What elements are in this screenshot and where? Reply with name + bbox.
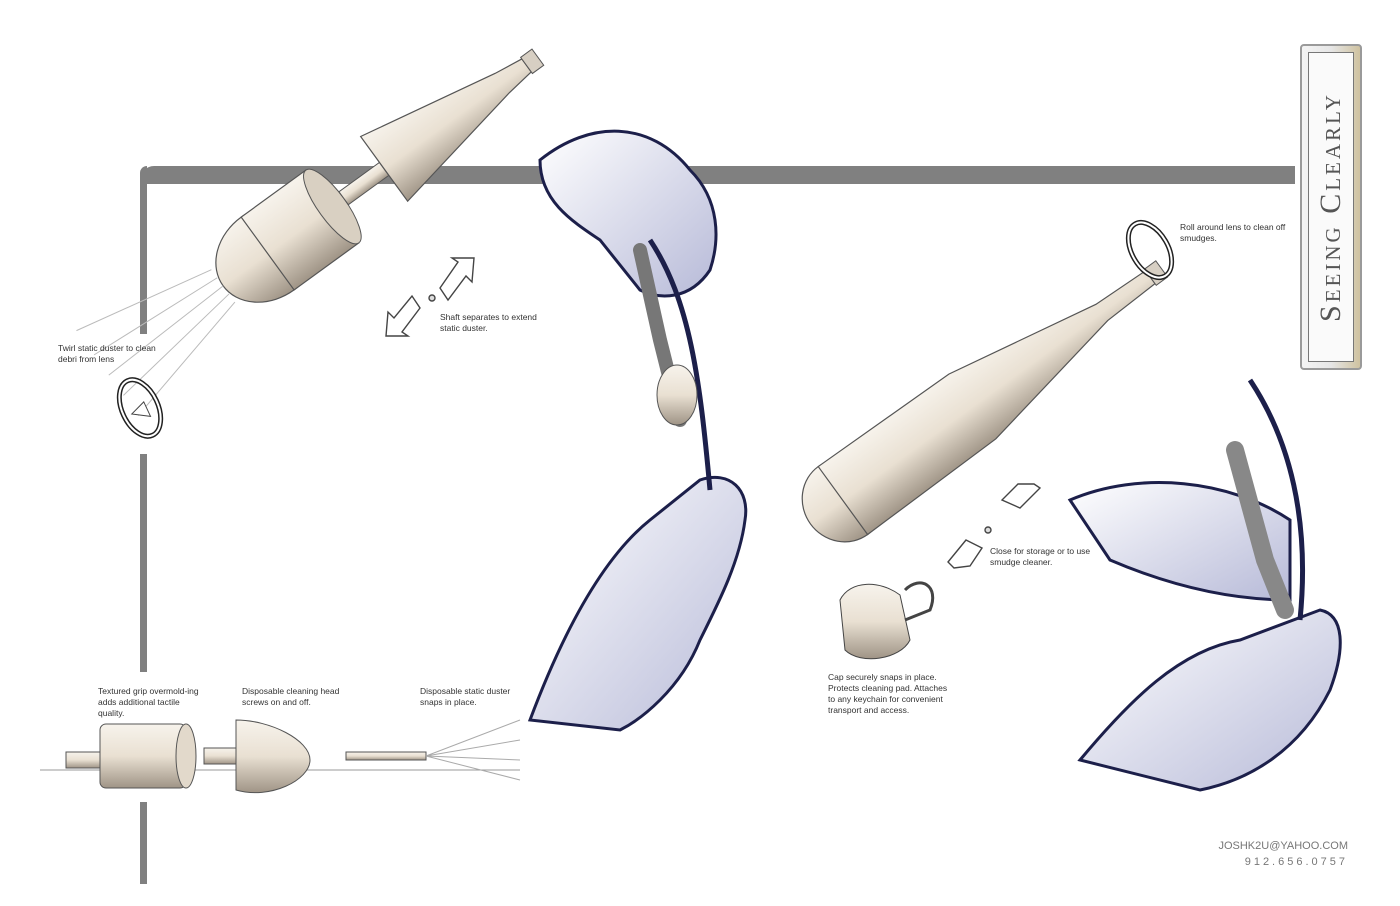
exploded-cleaner-sketch [76,48,545,416]
note-close: Close for storage or to use smudge clean… [990,546,1091,567]
note-head: Disposable cleaning head screws on and o… [242,686,340,707]
note-shaft: Shaft separates to extend static duster. [440,312,537,333]
contact-email: JOSHK2U@YAHOO.COM [1218,840,1348,852]
twirl-rotation-icon [116,377,164,439]
cap-sketch [839,581,935,660]
separate-arrows [385,257,475,337]
hands-using-smudge-cleaner [1067,378,1342,792]
close-arrows [947,483,1042,569]
note-roll: Roll around lens to clean off smudges. [1180,222,1286,243]
note-cap: Cap securely snaps in place. Protects cl… [828,672,948,715]
closed-cleaner-sketch [801,260,1169,543]
roll-rotation-icon [1125,220,1175,280]
hands-holding-extended-tool [527,129,748,732]
page-title: Seeing Clearly [1314,92,1347,322]
note-twirl: Twirl static duster to clean debri from … [58,343,156,364]
note-duster: Disposable static duster snaps in place. [420,686,511,707]
frame-left-bar [140,166,147,884]
contact-phone: 912.656.0757 [1244,856,1348,868]
component-lineup [40,719,521,794]
title-panel: Seeing Clearly [1300,44,1362,370]
note-grip: Textured grip overmold-ing adds addition… [98,686,199,718]
